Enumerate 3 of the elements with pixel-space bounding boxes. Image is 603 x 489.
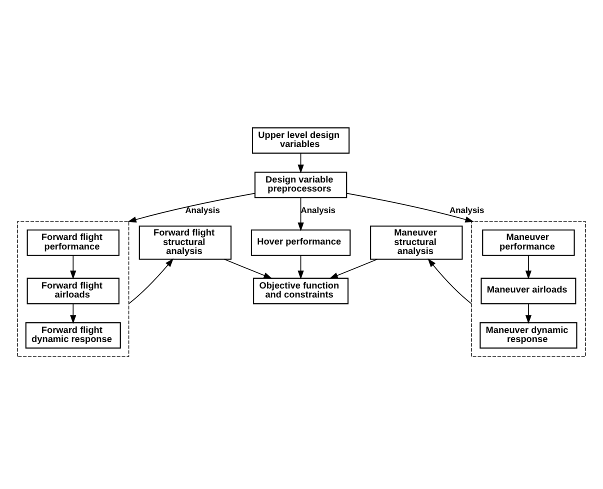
edge-label: Analysis [450,204,484,214]
edge-label: Analysis [300,204,336,214]
edge-label: Analysis [185,204,220,214]
